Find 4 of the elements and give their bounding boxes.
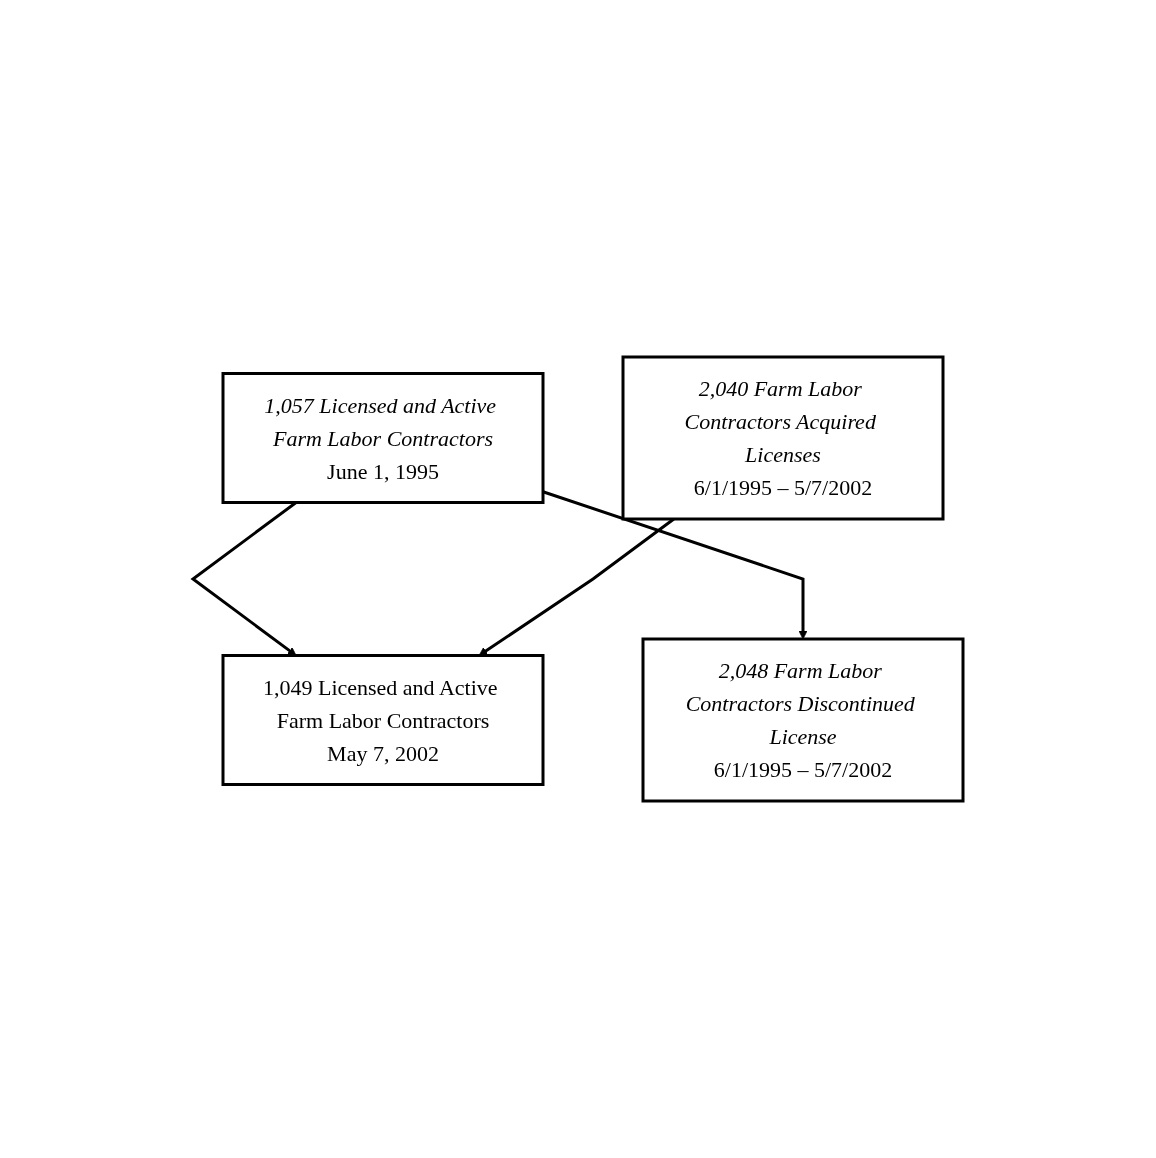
node-box: 2,040 Farm Labor Contractors Acquired Licenses 6/1/1995 – 5/7/2002 [621, 355, 945, 521]
node-box: 2,048 Farm Labor Contractors Discontinued License 6/1/1995 – 5/7/2002 [641, 637, 965, 803]
node-box: 1,049 Licensed and Active Farm Labor Contractors May 7, 2002 [221, 654, 545, 786]
node-box: 1,057 Licensed and Active Farm Labor Contractors June 1, 1995 [221, 372, 545, 504]
